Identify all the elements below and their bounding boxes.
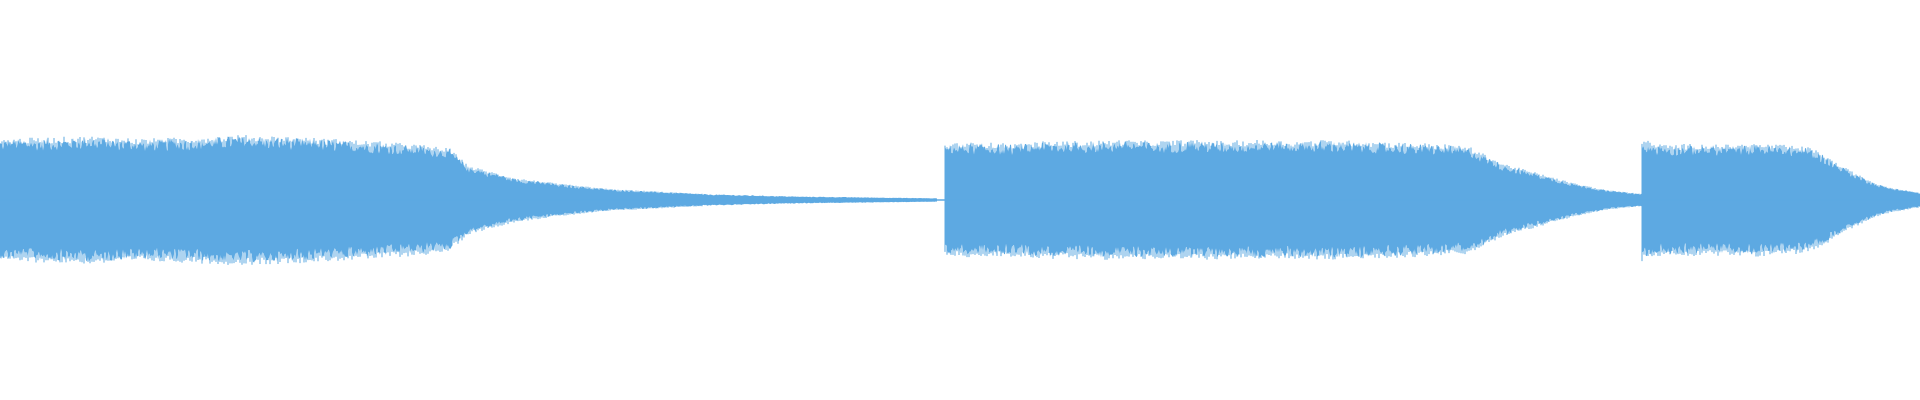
waveform-group — [0, 135, 1920, 265]
